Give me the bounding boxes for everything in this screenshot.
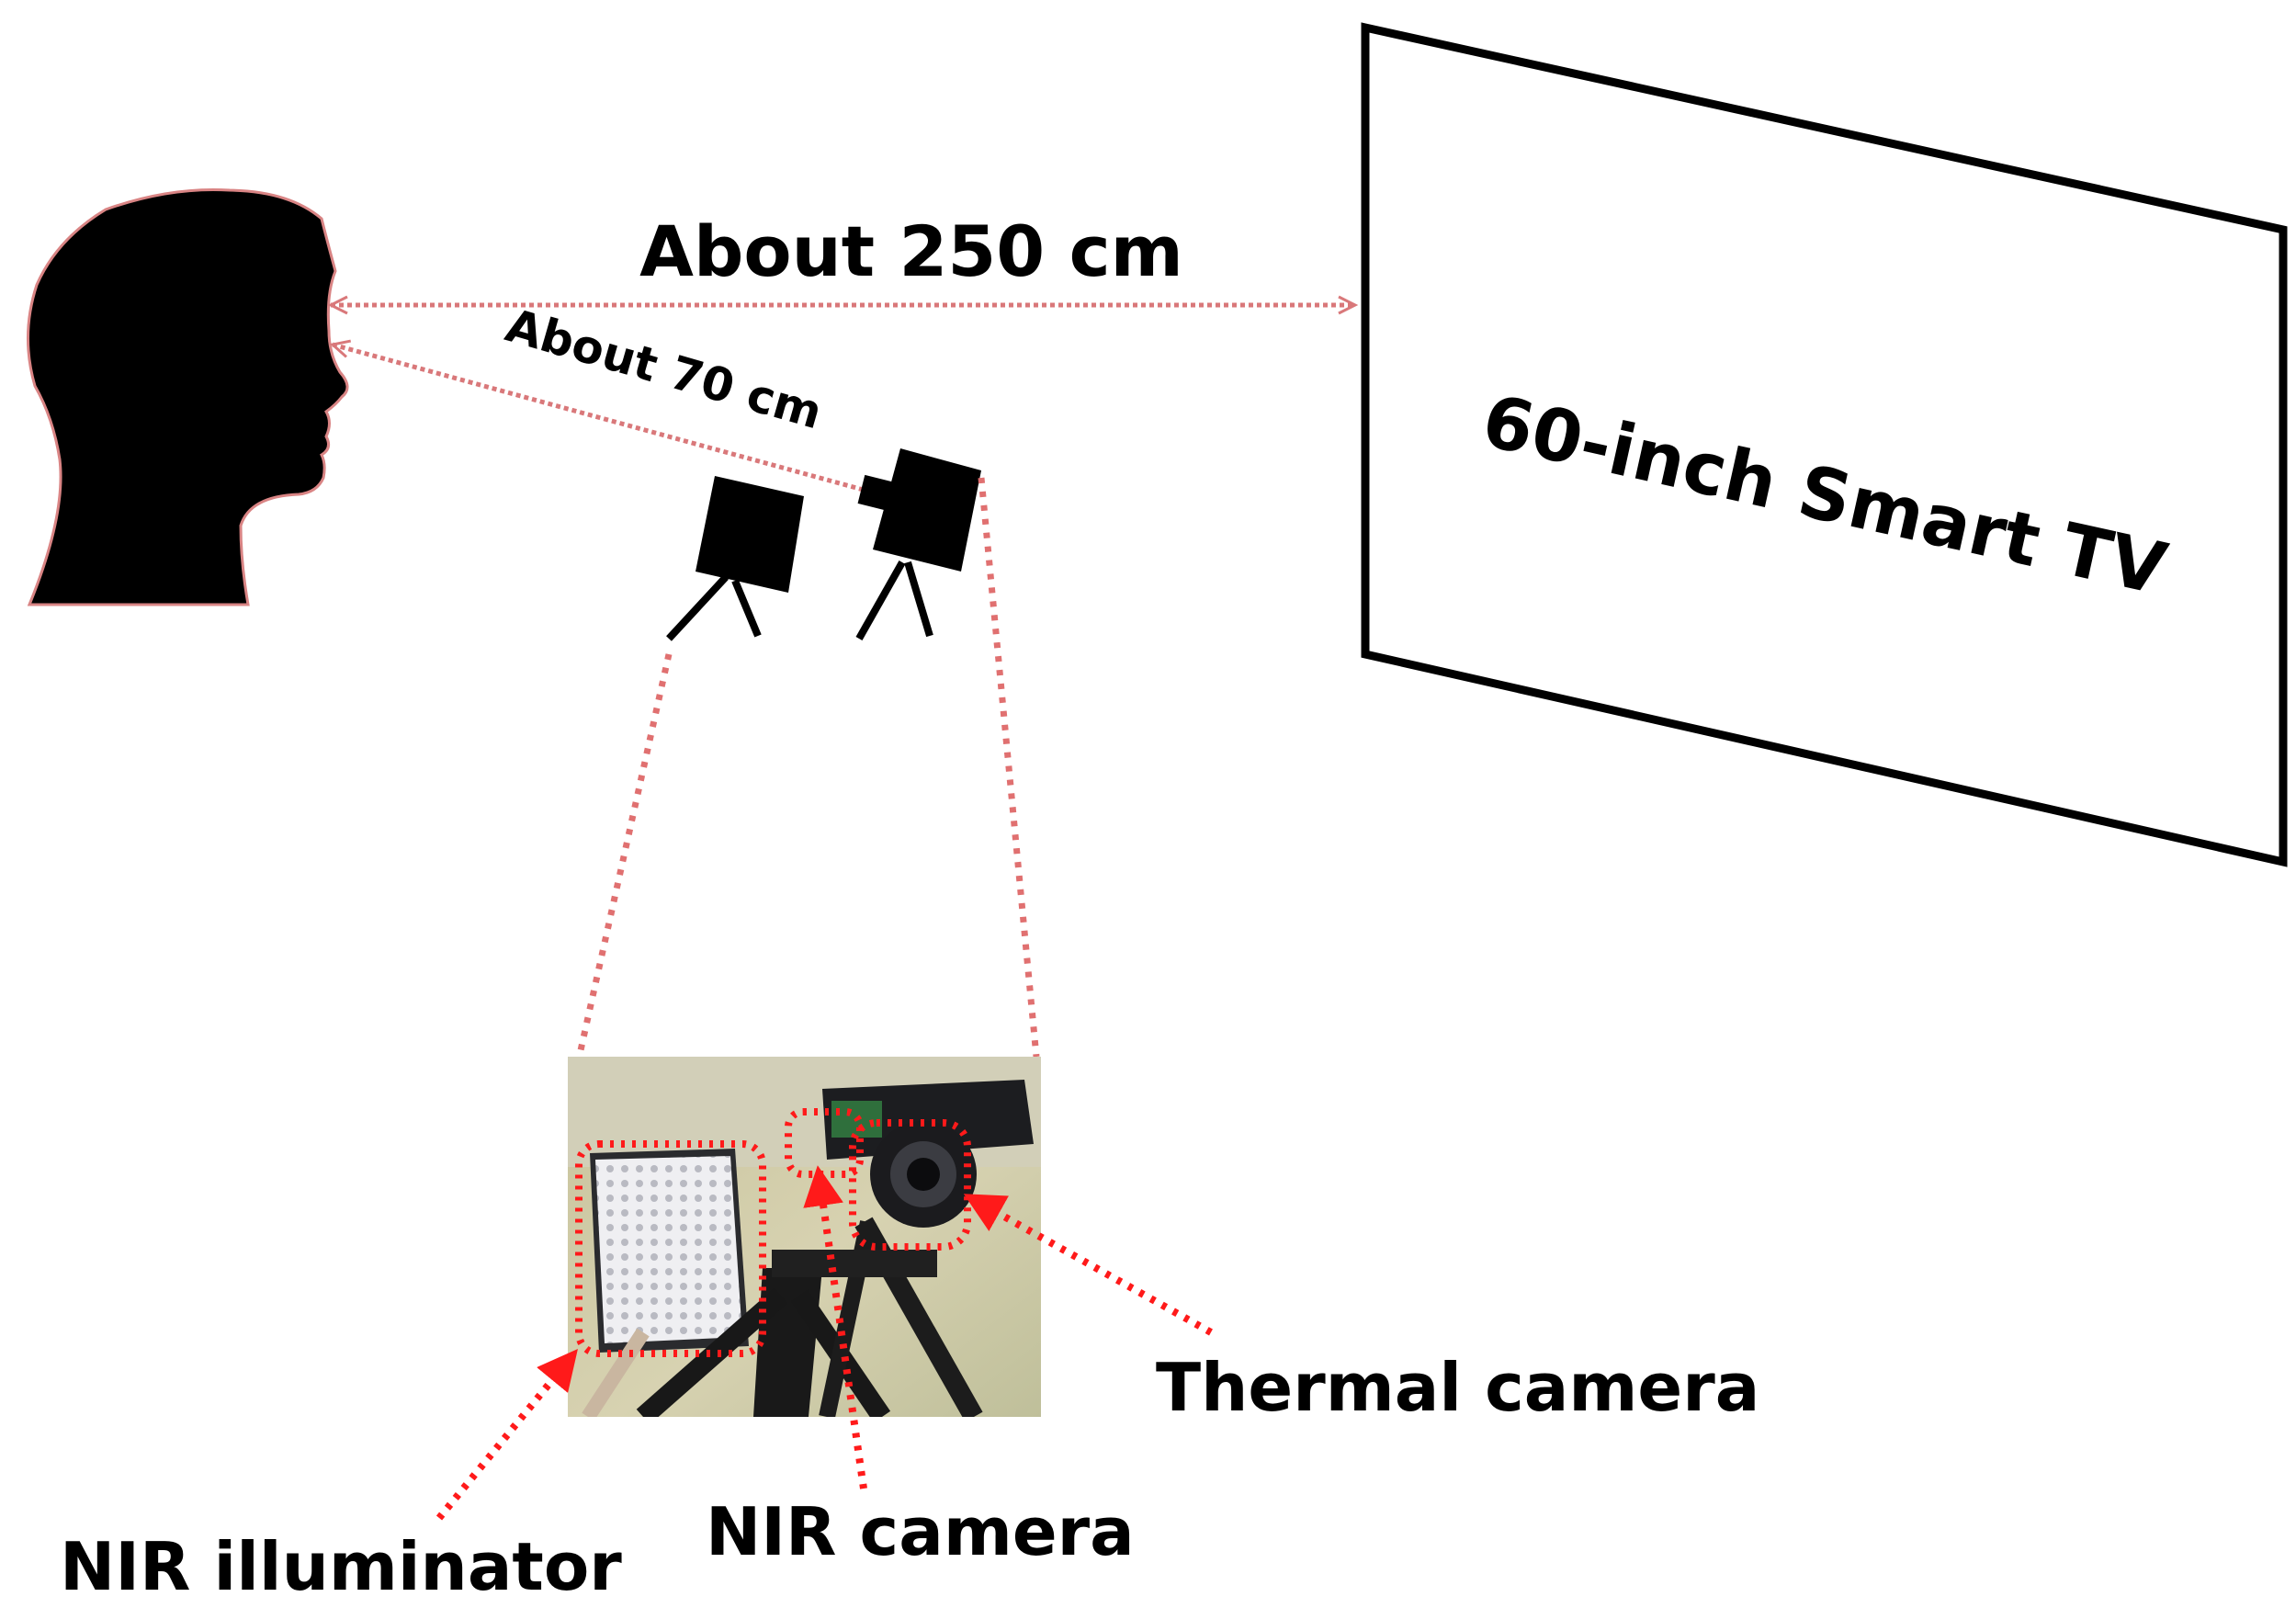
setup-photo <box>568 1057 1041 1417</box>
camera-on-tripod-icon <box>855 448 981 640</box>
thermal-camera-callout-box <box>849 1119 971 1251</box>
distance-tv-label: About 250 cm <box>639 210 1183 292</box>
tv-screen-icon <box>1361 22 2288 867</box>
leader-line-right <box>978 477 1040 1058</box>
nir-illuminator-pointer <box>435 1348 578 1521</box>
nir-illuminator-label: NIR illuminator <box>60 1528 622 1605</box>
illuminator-on-tripod-icon <box>666 476 804 641</box>
distance-camera-label: About 70 cm <box>500 299 828 439</box>
leader-line-left <box>575 653 673 1059</box>
thermal-camera-pointer <box>963 1194 1213 1336</box>
head-silhouette-icon <box>26 187 349 606</box>
thermal-camera-label: Thermal camera <box>1156 1349 1759 1426</box>
nir-camera-label: NIR camera <box>706 1493 1135 1570</box>
